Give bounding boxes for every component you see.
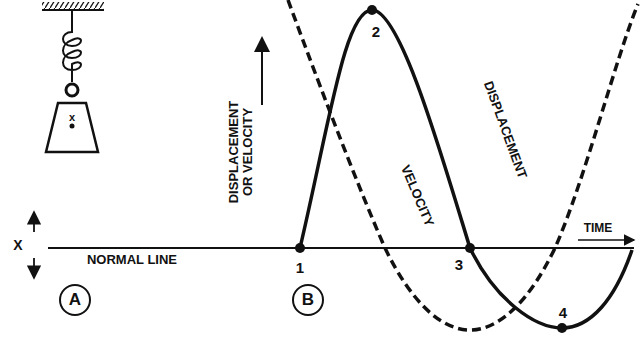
displacement-arrow: [33, 258, 35, 278]
point-dot: [465, 243, 475, 253]
point-dot: [295, 243, 305, 253]
displacement-curve: [300, 10, 632, 328]
callout-number: 2: [372, 24, 380, 41]
velocity-curve: [288, 0, 638, 330]
displacement-arrow: [33, 212, 35, 232]
mass-center: [70, 124, 75, 129]
axis-label: DISPLACEMENT OR VELOCITY: [227, 96, 256, 208]
point-dot: [557, 323, 567, 333]
callout-number: 1: [296, 260, 304, 277]
line-label: NORMAL LINE: [85, 253, 179, 267]
variable-label: X: [13, 238, 22, 253]
axis-arrow: [261, 38, 263, 105]
point-dot: [367, 5, 377, 15]
callout-number: 3: [455, 257, 463, 274]
spring-coil: [63, 10, 81, 82]
variable-label: x: [69, 111, 75, 123]
circle-label: B: [292, 284, 324, 316]
hook-ring: [66, 84, 78, 96]
curve-label: DISPLACEMENT: [480, 77, 530, 182]
mass-block: [46, 103, 98, 152]
time-arrow: [578, 239, 634, 241]
axis-label: TIME: [584, 222, 613, 235]
circle-letter: A: [69, 290, 81, 310]
ceiling-hatch: [42, 2, 104, 10]
callout-number: 4: [559, 305, 567, 322]
circle-letter: B: [302, 290, 314, 310]
circle-label: A: [59, 284, 91, 316]
curve-label: VELOCITY: [397, 161, 437, 230]
normal-line: [48, 247, 634, 249]
